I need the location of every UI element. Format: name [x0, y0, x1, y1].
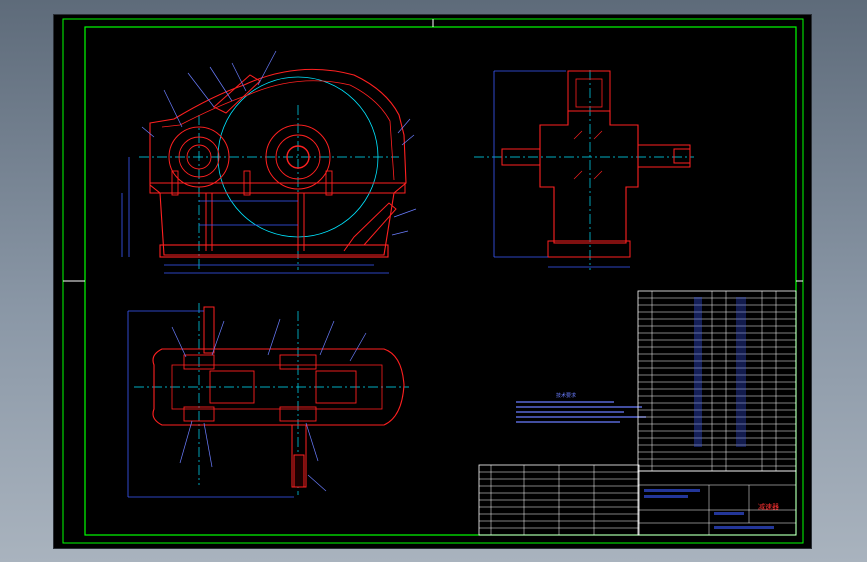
leader-line — [397, 118, 411, 134]
leader-line — [231, 62, 247, 92]
title-block-border — [637, 470, 797, 536]
gear — [209, 370, 255, 404]
bolt — [243, 170, 251, 196]
bolt — [171, 170, 179, 196]
top-view — [127, 303, 409, 498]
assembly-drawing: 技术要求 — [62, 18, 804, 544]
bearing-boss — [186, 144, 212, 170]
title-block: 减速器 — [637, 470, 797, 536]
housing-inner — [161, 80, 395, 181]
entry-mark — [736, 297, 746, 447]
leader-line — [203, 422, 213, 468]
leader-line — [257, 50, 277, 86]
drawing-name: 减速器 — [758, 502, 779, 511]
output-shaft-end — [293, 454, 305, 488]
bearing-boss — [178, 136, 220, 178]
side-view — [474, 70, 694, 270]
housing-outline — [539, 110, 639, 244]
entry-mark — [694, 297, 702, 447]
flange — [149, 182, 406, 194]
input-shaft — [203, 306, 215, 354]
leader-line — [211, 320, 225, 356]
front-view — [121, 50, 417, 274]
oil-gauge — [343, 202, 397, 252]
housing-outline — [149, 68, 407, 256]
hatch — [593, 130, 603, 140]
leader-line — [307, 474, 327, 492]
bearing — [183, 354, 215, 370]
notes-heading: 技术要求 — [556, 392, 576, 399]
parts-list-table — [637, 290, 797, 472]
technical-notes: 技术要求 — [516, 392, 646, 423]
bearing — [279, 354, 317, 370]
bearing — [279, 406, 317, 422]
cad-viewport[interactable]: 技术要求 — [54, 15, 811, 548]
bearing-boss — [265, 124, 331, 190]
entry-mark — [714, 526, 774, 529]
leader-line — [179, 420, 193, 464]
leader-line — [171, 326, 187, 358]
input-boss — [567, 70, 611, 112]
housing-outline — [152, 348, 405, 426]
hatch — [593, 170, 603, 180]
bearing — [183, 406, 215, 422]
entry-mark — [714, 512, 744, 515]
base — [159, 244, 389, 258]
parts-list-border — [637, 290, 797, 472]
input-boss-inner — [575, 78, 603, 108]
leader-line — [319, 320, 335, 356]
entry-mark — [644, 495, 688, 498]
bearing-boss — [286, 145, 310, 169]
leader-line — [141, 126, 155, 138]
hatch — [573, 130, 583, 140]
bearing-boss — [168, 126, 230, 188]
leader-line — [163, 89, 183, 128]
base — [547, 240, 631, 258]
leader-line — [393, 208, 417, 218]
leader-line — [401, 134, 415, 146]
leader-line — [267, 318, 281, 356]
bearing-boss — [275, 134, 321, 180]
outer-frame — [62, 18, 804, 544]
leader-line — [187, 72, 215, 108]
bolt — [325, 170, 333, 196]
secondary-table — [478, 464, 640, 536]
shaft-end — [673, 148, 691, 164]
gear — [315, 370, 357, 404]
hatch — [573, 170, 583, 180]
leader-line — [305, 422, 319, 462]
leader-line — [349, 332, 367, 362]
inner-cavity — [171, 364, 383, 410]
leader-line — [391, 230, 409, 236]
leader-line — [209, 66, 233, 102]
entry-mark — [644, 489, 700, 492]
output-shaft-right — [637, 144, 691, 168]
output-shaft-left — [501, 148, 541, 166]
